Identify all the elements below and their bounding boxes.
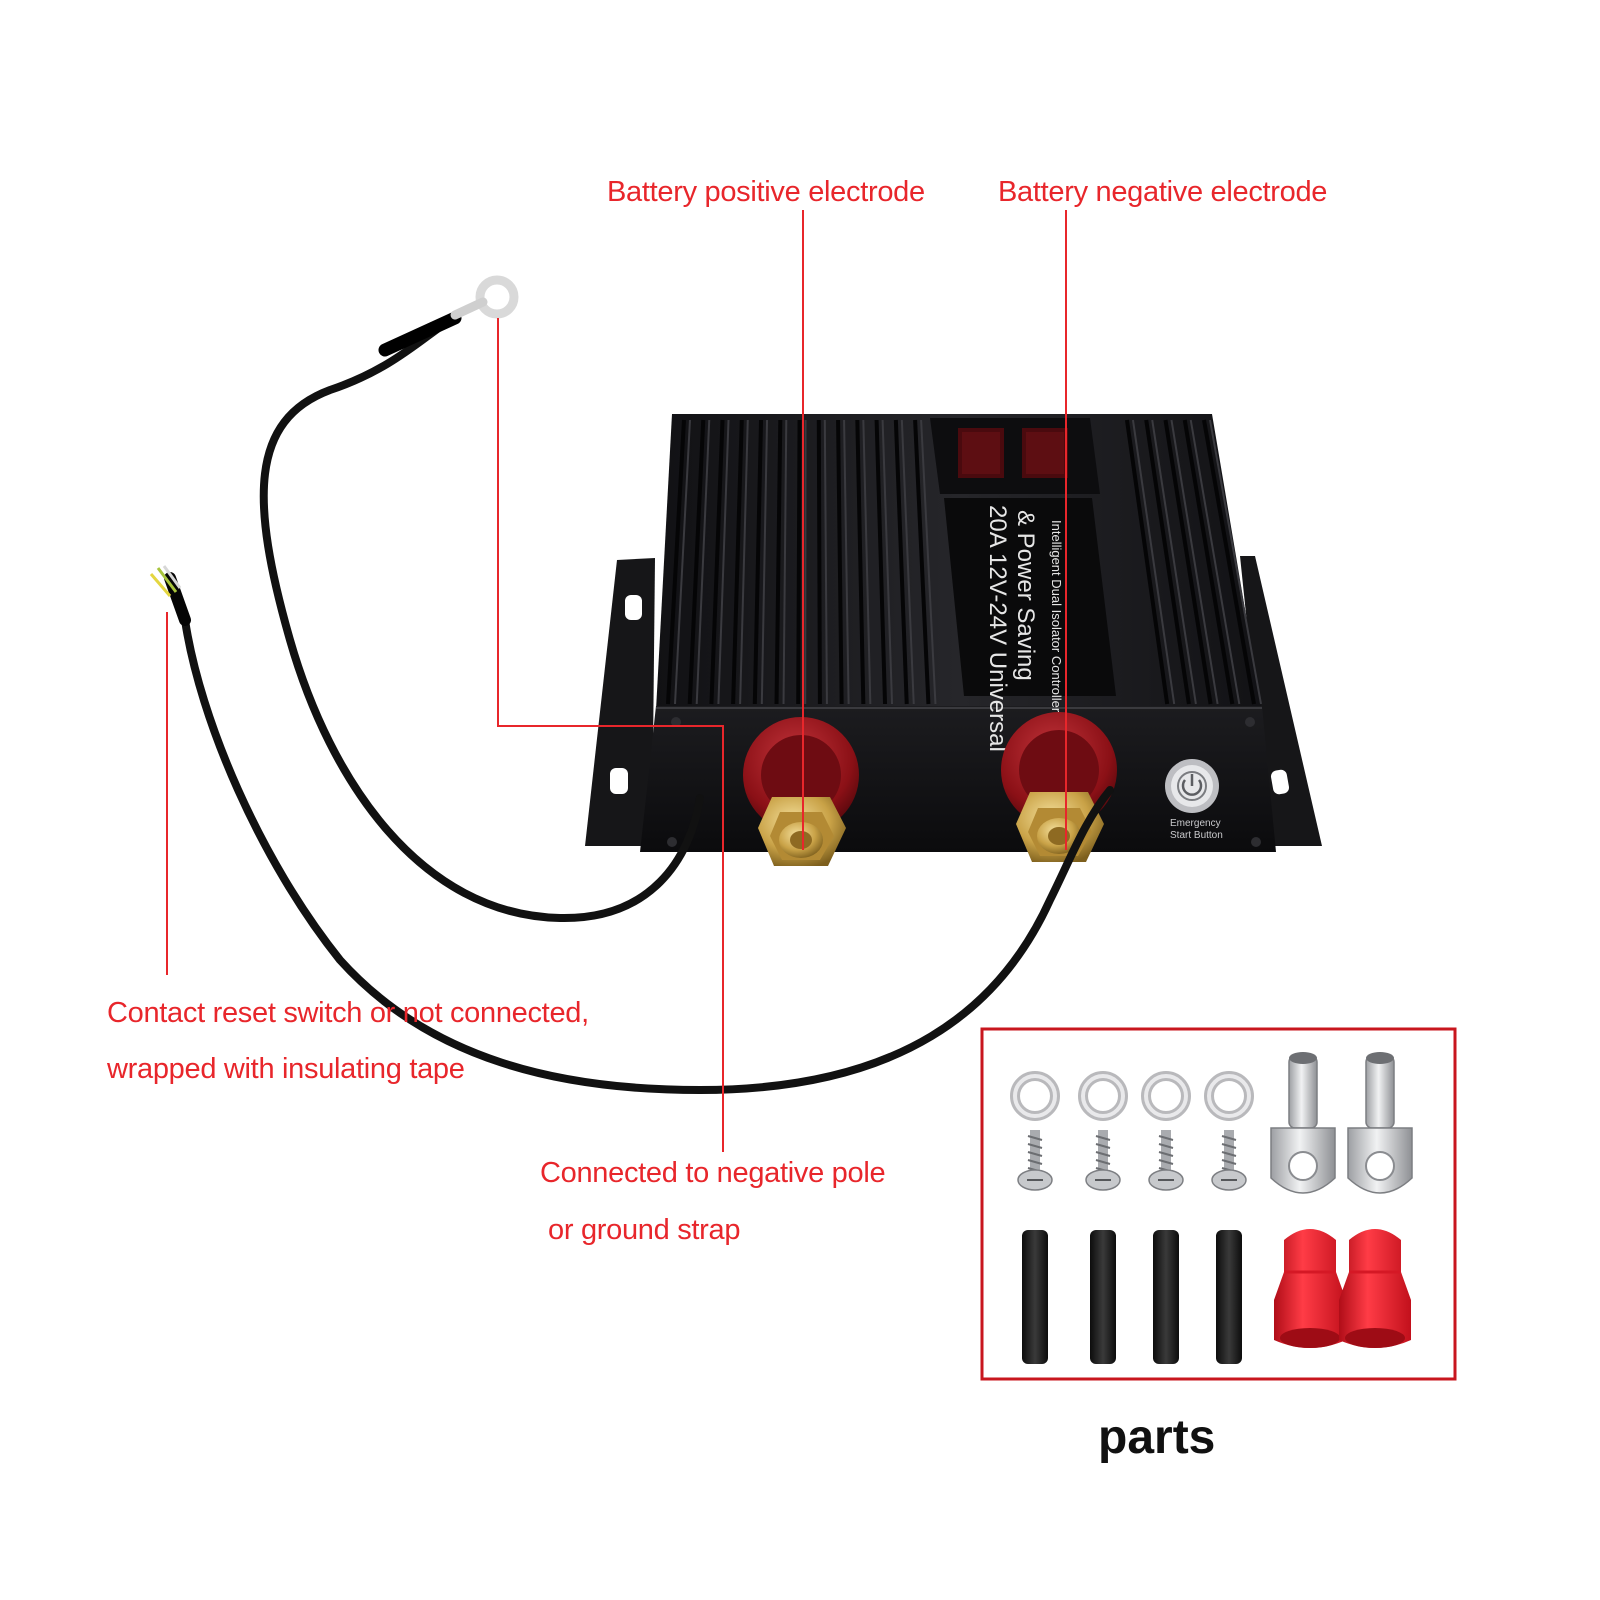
heat-sink-fin <box>774 419 783 705</box>
heat-sink-fin-highlight <box>823 419 828 705</box>
heat-sink-fin-highlight <box>674 419 691 705</box>
parts-items <box>1010 1052 1413 1364</box>
heat-sink-fin <box>816 419 822 705</box>
heat-sink-fin-highlight <box>900 419 915 705</box>
heat-sink-fin-highlight <box>782 419 788 705</box>
parts-title: parts <box>1098 1411 1216 1464</box>
heat-sink-fin <box>913 419 931 705</box>
heat-sink-fin <box>796 419 802 705</box>
label-line-1: 20A 12V-24V Universal <box>984 505 1011 752</box>
heat-sink-fin <box>1144 419 1191 705</box>
washer <box>1078 1071 1128 1121</box>
heat-sink-fin-highlight <box>843 419 850 705</box>
washer <box>1010 1071 1060 1121</box>
wire-ground <box>259 275 704 923</box>
heat-sink-fin <box>1202 419 1256 705</box>
heat-sink-fin <box>1163 419 1213 705</box>
callout-battery-positive: Battery positive electrode <box>607 176 925 208</box>
heat-sink-fin-highlight <box>1189 419 1241 705</box>
button-label-2: Start Button <box>1170 830 1223 841</box>
heat-sink-fin <box>752 419 764 705</box>
heat-sink-fin-highlight <box>881 419 894 705</box>
heat-sink-fin-highlight <box>1170 419 1219 705</box>
display-panel <box>930 418 1100 494</box>
screw <box>1211 1130 1247 1191</box>
negative-terminal <box>1001 712 1117 862</box>
wire-reset <box>149 565 1114 1095</box>
callout-reset-line-2: wrapped with insulating tape <box>107 1053 465 1085</box>
ring-terminal-lug <box>1347 1052 1413 1194</box>
screw <box>1017 1130 1053 1191</box>
callout-leaders <box>166 210 1067 1152</box>
screw <box>1085 1130 1121 1191</box>
emergency-start-button[interactable]: Emergency Start Button <box>1165 759 1223 841</box>
heat-sink-fin-highlight <box>760 419 769 705</box>
label-line-2: & Power Saving <box>1012 510 1039 681</box>
heat-sink-fin-highlight <box>717 419 730 705</box>
heat-sink-fin-highlight <box>920 419 937 705</box>
heat-shrink-sleeve <box>1022 1230 1048 1364</box>
terminal-cap <box>1339 1229 1411 1348</box>
parts-box <box>980 1027 1457 1381</box>
heat-shrink-sleeve <box>1153 1230 1179 1364</box>
power-icon <box>1181 779 1203 796</box>
mounting-flange-left <box>585 558 655 846</box>
heat-sink-fin <box>1124 419 1170 705</box>
heat-sink-fin <box>1182 419 1235 705</box>
heat-sink-fin-highlight <box>862 419 872 705</box>
heat-sink-fin <box>836 419 844 705</box>
ring-terminal-lug <box>1270 1052 1336 1194</box>
heat-sink-fin <box>731 419 744 705</box>
label-line-3: Intelligent Dual Isolator Controller <box>1049 520 1064 713</box>
callout-ground-line-2: or ground strap <box>548 1214 741 1246</box>
heat-sink-fin-highlight <box>1209 419 1262 705</box>
screw <box>1148 1130 1184 1191</box>
washer <box>1141 1071 1191 1121</box>
heat-sink-fin <box>874 419 888 705</box>
heat-sink-fin <box>687 419 706 705</box>
callout-battery-negative: Battery negative electrode <box>998 176 1328 208</box>
terminal-cap <box>1274 1229 1346 1348</box>
product-label: 20A 12V-24V Universal & Power Saving Int… <box>944 498 1116 752</box>
heat-shrink-sleeve <box>1090 1230 1116 1364</box>
heat-sink-fin-highlight <box>1151 419 1197 705</box>
heat-sink-fins <box>666 419 1262 705</box>
callout-ground-line-1: Connected to negative pole <box>540 1157 886 1189</box>
heat-sink-fin-highlight <box>1131 419 1176 705</box>
button-label-1: Emergency <box>1170 818 1221 829</box>
heat-sink-fin <box>893 419 909 705</box>
washer <box>1204 1071 1254 1121</box>
heat-sink-fin <box>666 419 686 705</box>
mounting-flange-right <box>1240 556 1322 846</box>
heat-sink-fin-highlight <box>695 419 711 705</box>
heat-sink-fin <box>855 419 866 705</box>
callout-reset-line-1: Contact reset switch or not connected, <box>107 997 589 1029</box>
heat-sink-fin-highlight <box>739 419 749 705</box>
heat-sink-fin <box>709 419 725 705</box>
heat-shrink-sleeve <box>1216 1230 1242 1364</box>
